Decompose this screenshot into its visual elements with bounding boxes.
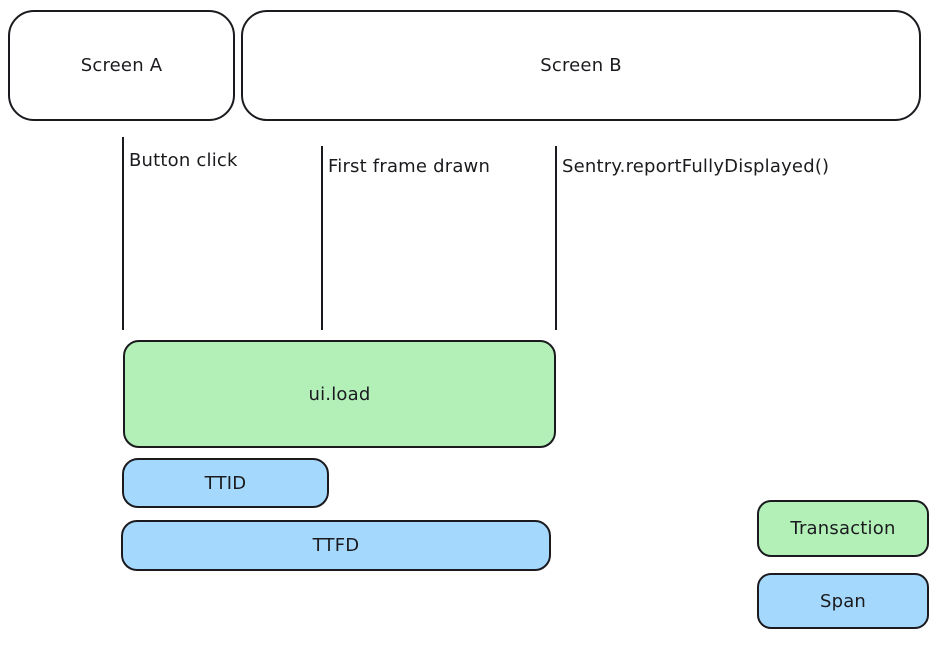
marker-line-first-frame-drawn: [321, 146, 323, 330]
legend-transaction-label: Transaction: [790, 518, 896, 539]
bar-ui-load[interactable]: ui.load: [123, 340, 556, 448]
legend-chip-transaction[interactable]: Transaction: [757, 500, 929, 557]
legend-span-label: Span: [819, 590, 867, 612]
screen-box-a[interactable]: Screen A: [8, 10, 235, 121]
marker-label-first-frame-drawn: First frame drawn: [328, 156, 491, 177]
bar-ttfd-label: TTFD: [312, 535, 360, 556]
screen-a-label: Screen A: [80, 55, 163, 76]
marker-line-button-click: [122, 137, 124, 330]
bar-ttfd[interactable]: TTFD: [121, 520, 551, 571]
marker-label-button-click: Button click: [129, 150, 238, 171]
marker-label-report-fully-displayed: Sentry.reportFullyDisplayed(): [562, 156, 830, 177]
bar-ttid-label: TTID: [204, 472, 247, 494]
bar-ui-load-label: ui.load: [308, 383, 371, 405]
bar-ttid[interactable]: TTID: [122, 458, 329, 508]
legend-chip-span[interactable]: Span: [757, 573, 929, 629]
screen-b-label: Screen B: [540, 55, 622, 76]
marker-line-report-fully-displayed: [555, 146, 557, 330]
screen-box-b[interactable]: Screen B: [241, 10, 921, 121]
